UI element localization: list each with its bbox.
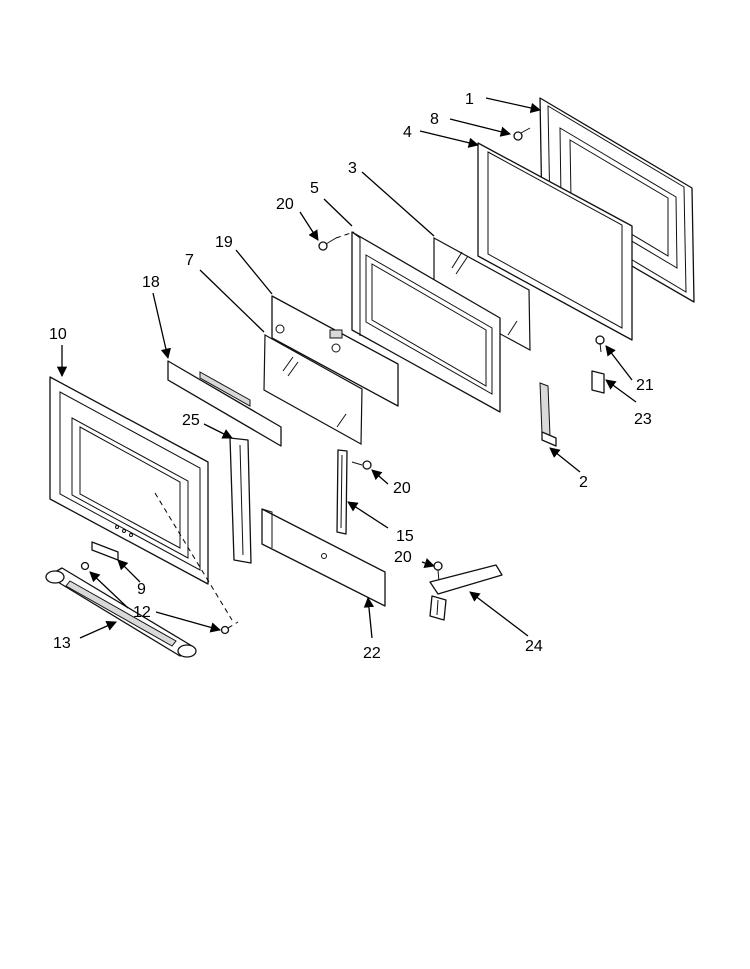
- callout-7: 7: [185, 252, 194, 269]
- leader-2: [549, 447, 581, 473]
- callout-20-middle: 20: [393, 480, 411, 497]
- part-7-glass: [263, 333, 363, 446]
- part-24-lock-bracket: [429, 564, 503, 621]
- part-8-screw: [513, 127, 531, 141]
- leader-9: [117, 559, 141, 583]
- leader-22: [363, 596, 375, 639]
- leader-13: [79, 621, 117, 639]
- callout-9: 9: [137, 581, 146, 598]
- leader-21: [605, 345, 633, 381]
- callout-15: 15: [396, 528, 414, 545]
- part-4-gasket-frame: [477, 142, 633, 341]
- callout-1: 1: [465, 91, 474, 108]
- leader-20-middle: [371, 469, 389, 485]
- callout-23: 23: [634, 411, 652, 428]
- leader-24: [469, 591, 529, 637]
- callout-10: 10: [49, 326, 67, 343]
- leader-12-left: [89, 571, 129, 609]
- leader-25: [203, 423, 233, 439]
- part-9-control-badge: [91, 541, 119, 561]
- leader-5: [323, 198, 353, 227]
- leader-4: [419, 130, 480, 148]
- leader-12-right: [155, 611, 222, 633]
- callout-19: 19: [215, 234, 233, 251]
- callout-8: 8: [430, 111, 439, 128]
- leader-19: [235, 249, 273, 295]
- leader-7: [199, 269, 265, 333]
- leader-15: [347, 501, 389, 529]
- part-18-trim-strip: [167, 360, 282, 447]
- callout-18: 18: [142, 274, 160, 291]
- part-10-outer-door-front: [49, 376, 209, 585]
- leader-20-lower: [421, 558, 435, 568]
- alignment-line-handle: [154, 492, 233, 621]
- callout-24: 24: [525, 638, 543, 655]
- part-1-outer-door-panel: [539, 97, 695, 303]
- callout-5: 5: [310, 180, 319, 197]
- callout-13: 13: [53, 635, 71, 652]
- part-23-clip: [591, 370, 605, 394]
- part-12-screws: [80, 561, 239, 635]
- callout-2: 2: [579, 474, 588, 491]
- part-15-hinge-bracket: [336, 449, 348, 535]
- callout-20-lower: 20: [394, 549, 412, 566]
- part-3-glass-panel: [433, 236, 531, 352]
- part-19-bracket-plate: [271, 295, 399, 407]
- callout-20-upper: 20: [276, 196, 294, 213]
- part-21-screw: [595, 335, 605, 353]
- leader-23: [605, 379, 637, 403]
- callout-4: 4: [403, 124, 412, 141]
- leader-20-upper: [299, 211, 319, 241]
- part-25-side-bracket: [229, 437, 252, 564]
- callout-22: 22: [363, 645, 381, 662]
- callout-21: 21: [636, 377, 654, 394]
- callout-25: 25: [182, 412, 200, 429]
- part-20-screw-middle: [351, 460, 372, 470]
- part-5-inner-door-frame: [351, 231, 501, 413]
- callout-12: 12: [133, 604, 151, 621]
- callout-3: 3: [348, 160, 357, 177]
- leader-18: [152, 292, 171, 360]
- leader-8: [449, 118, 512, 137]
- leader-1: [485, 97, 542, 114]
- part-2-hinge: [539, 382, 557, 447]
- part-20-screw-upper: [318, 231, 355, 251]
- part-13-handle: [45, 567, 197, 658]
- part-22-lower-bracket: [261, 508, 386, 607]
- leader-3: [361, 171, 435, 237]
